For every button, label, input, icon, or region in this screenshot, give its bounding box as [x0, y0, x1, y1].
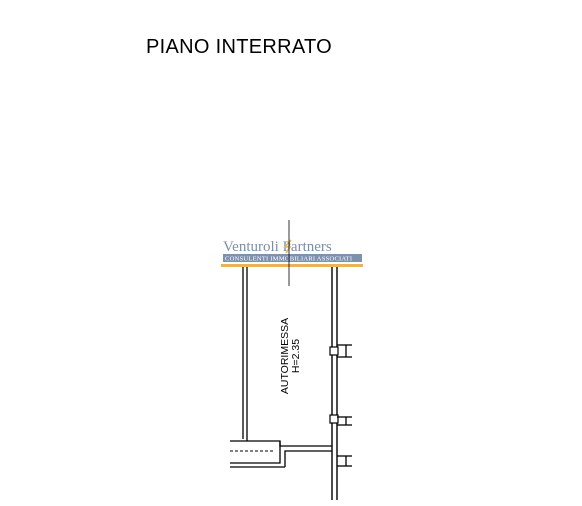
pillar [329, 346, 339, 356]
room-height: H=2.35 [290, 339, 302, 373]
top-wall-bar [221, 264, 363, 267]
pillar [329, 414, 339, 424]
bottom-wall-step [246, 439, 332, 447]
watermark-name: Venturoli Partners [223, 239, 332, 255]
bottom-wall-inner [284, 450, 332, 467]
room-label-group: AUTORIMESSA H=2.35 [279, 318, 302, 394]
watermark-band [223, 254, 362, 262]
room-name: AUTORIMESSA [279, 318, 291, 394]
watermark-bolt-icon [283, 239, 292, 254]
bottom-wall-outer [230, 440, 281, 464]
watermark-subtitle: CONSULENTI IMMOBILIARI ASSOCIATI [225, 256, 352, 263]
plan-title: PIANO INTERRATO [146, 36, 332, 58]
